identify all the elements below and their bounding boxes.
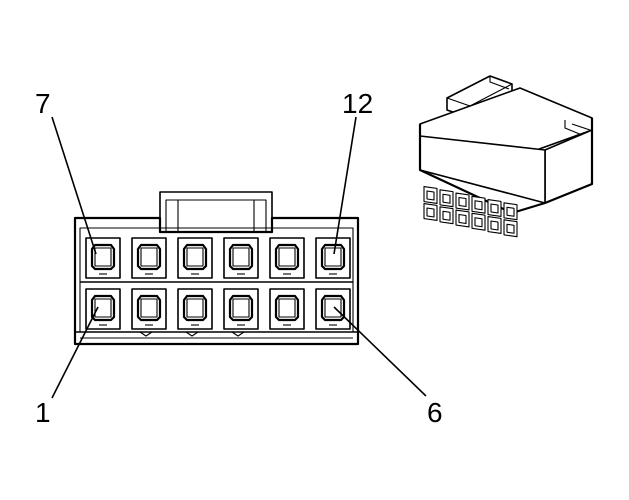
terminal-cavity-6 bbox=[315, 288, 351, 330]
terminal-cavity-2 bbox=[131, 288, 167, 330]
terminal-cavity-11 bbox=[269, 237, 305, 279]
leader-line-12 bbox=[333, 116, 357, 255]
cavity-row-bottom bbox=[85, 288, 351, 330]
terminal-cavity-8 bbox=[131, 237, 167, 279]
pin-label-7: 7 bbox=[35, 88, 51, 119]
terminal-cavity-9 bbox=[177, 237, 213, 279]
pin-label-12: 12 bbox=[342, 88, 373, 119]
locking-tab bbox=[159, 191, 273, 232]
connector-isometric-view bbox=[418, 75, 594, 238]
terminal-cavity-1 bbox=[85, 288, 121, 330]
terminal-cavity-10 bbox=[223, 237, 259, 279]
pin-label-1: 1 bbox=[35, 397, 51, 428]
terminal-cavity-12 bbox=[315, 237, 351, 279]
pin-label-6: 6 bbox=[427, 397, 443, 428]
leader-lines bbox=[51, 116, 427, 399]
connector-face-view bbox=[73, 191, 360, 346]
terminal-cavity-4 bbox=[223, 288, 259, 330]
leader-line-1 bbox=[51, 306, 99, 399]
terminal-cavity-3 bbox=[177, 288, 213, 330]
leader-line-6 bbox=[333, 306, 427, 397]
cavity-row-top bbox=[85, 237, 351, 279]
terminal-cavity-7 bbox=[85, 237, 121, 279]
terminal-cavity-5 bbox=[269, 288, 305, 330]
leader-line-7 bbox=[51, 116, 97, 255]
